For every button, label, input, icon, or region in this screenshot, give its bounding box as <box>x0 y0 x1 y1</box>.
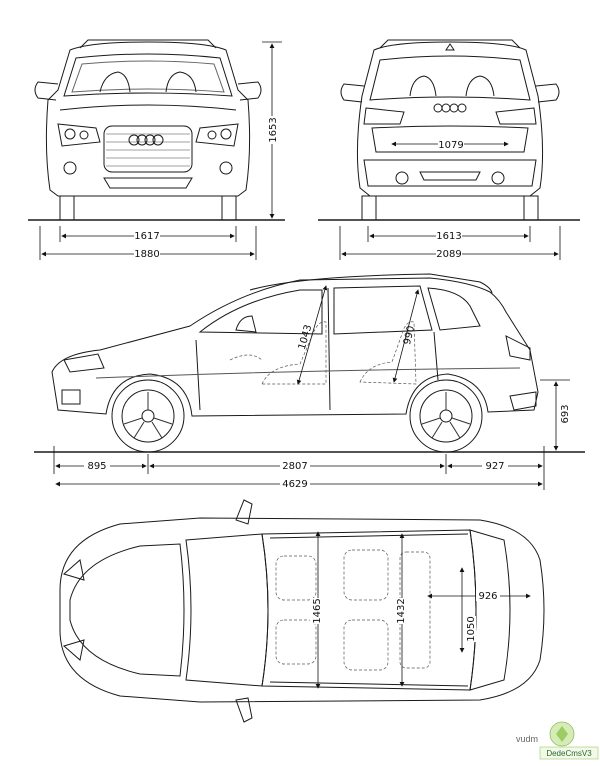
side-view <box>34 273 585 453</box>
rear-overhang-label: 927 <box>485 461 504 472</box>
watermark-site: vudm <box>516 734 538 744</box>
rear-view <box>318 39 580 221</box>
front-view <box>28 39 285 221</box>
top-dimensions <box>315 531 531 689</box>
front-dimensions <box>39 41 282 260</box>
front-overhang-label: 895 <box>87 461 106 472</box>
front-track-label: 1617 <box>134 231 159 242</box>
cargo-width-label: 1050 <box>466 616 477 641</box>
wheelbase-label: 2807 <box>282 461 307 472</box>
cargo-length-label: 926 <box>478 591 497 602</box>
rear-height-label: 693 <box>560 404 571 423</box>
rear-dimensions <box>339 141 561 260</box>
height-label: 1653 <box>268 117 279 142</box>
top-view <box>59 499 545 723</box>
rear-width-label: 2089 <box>436 249 461 260</box>
rear-track-label: 1613 <box>436 231 461 242</box>
rear-cabin-width-label: 1432 <box>396 598 407 623</box>
side-interior-dashed <box>229 321 417 385</box>
front-cabin-width-label: 1465 <box>312 598 323 623</box>
length-label: 4629 <box>282 479 307 490</box>
rear-headroom-label: 990 <box>402 325 417 346</box>
watermark-badge: DedeCmsV3 <box>539 721 599 760</box>
watermark-badge-text: DedeCmsV3 <box>546 749 592 758</box>
rear-inner-label: 1079 <box>438 140 463 151</box>
front-width-label: 1880 <box>134 249 159 260</box>
